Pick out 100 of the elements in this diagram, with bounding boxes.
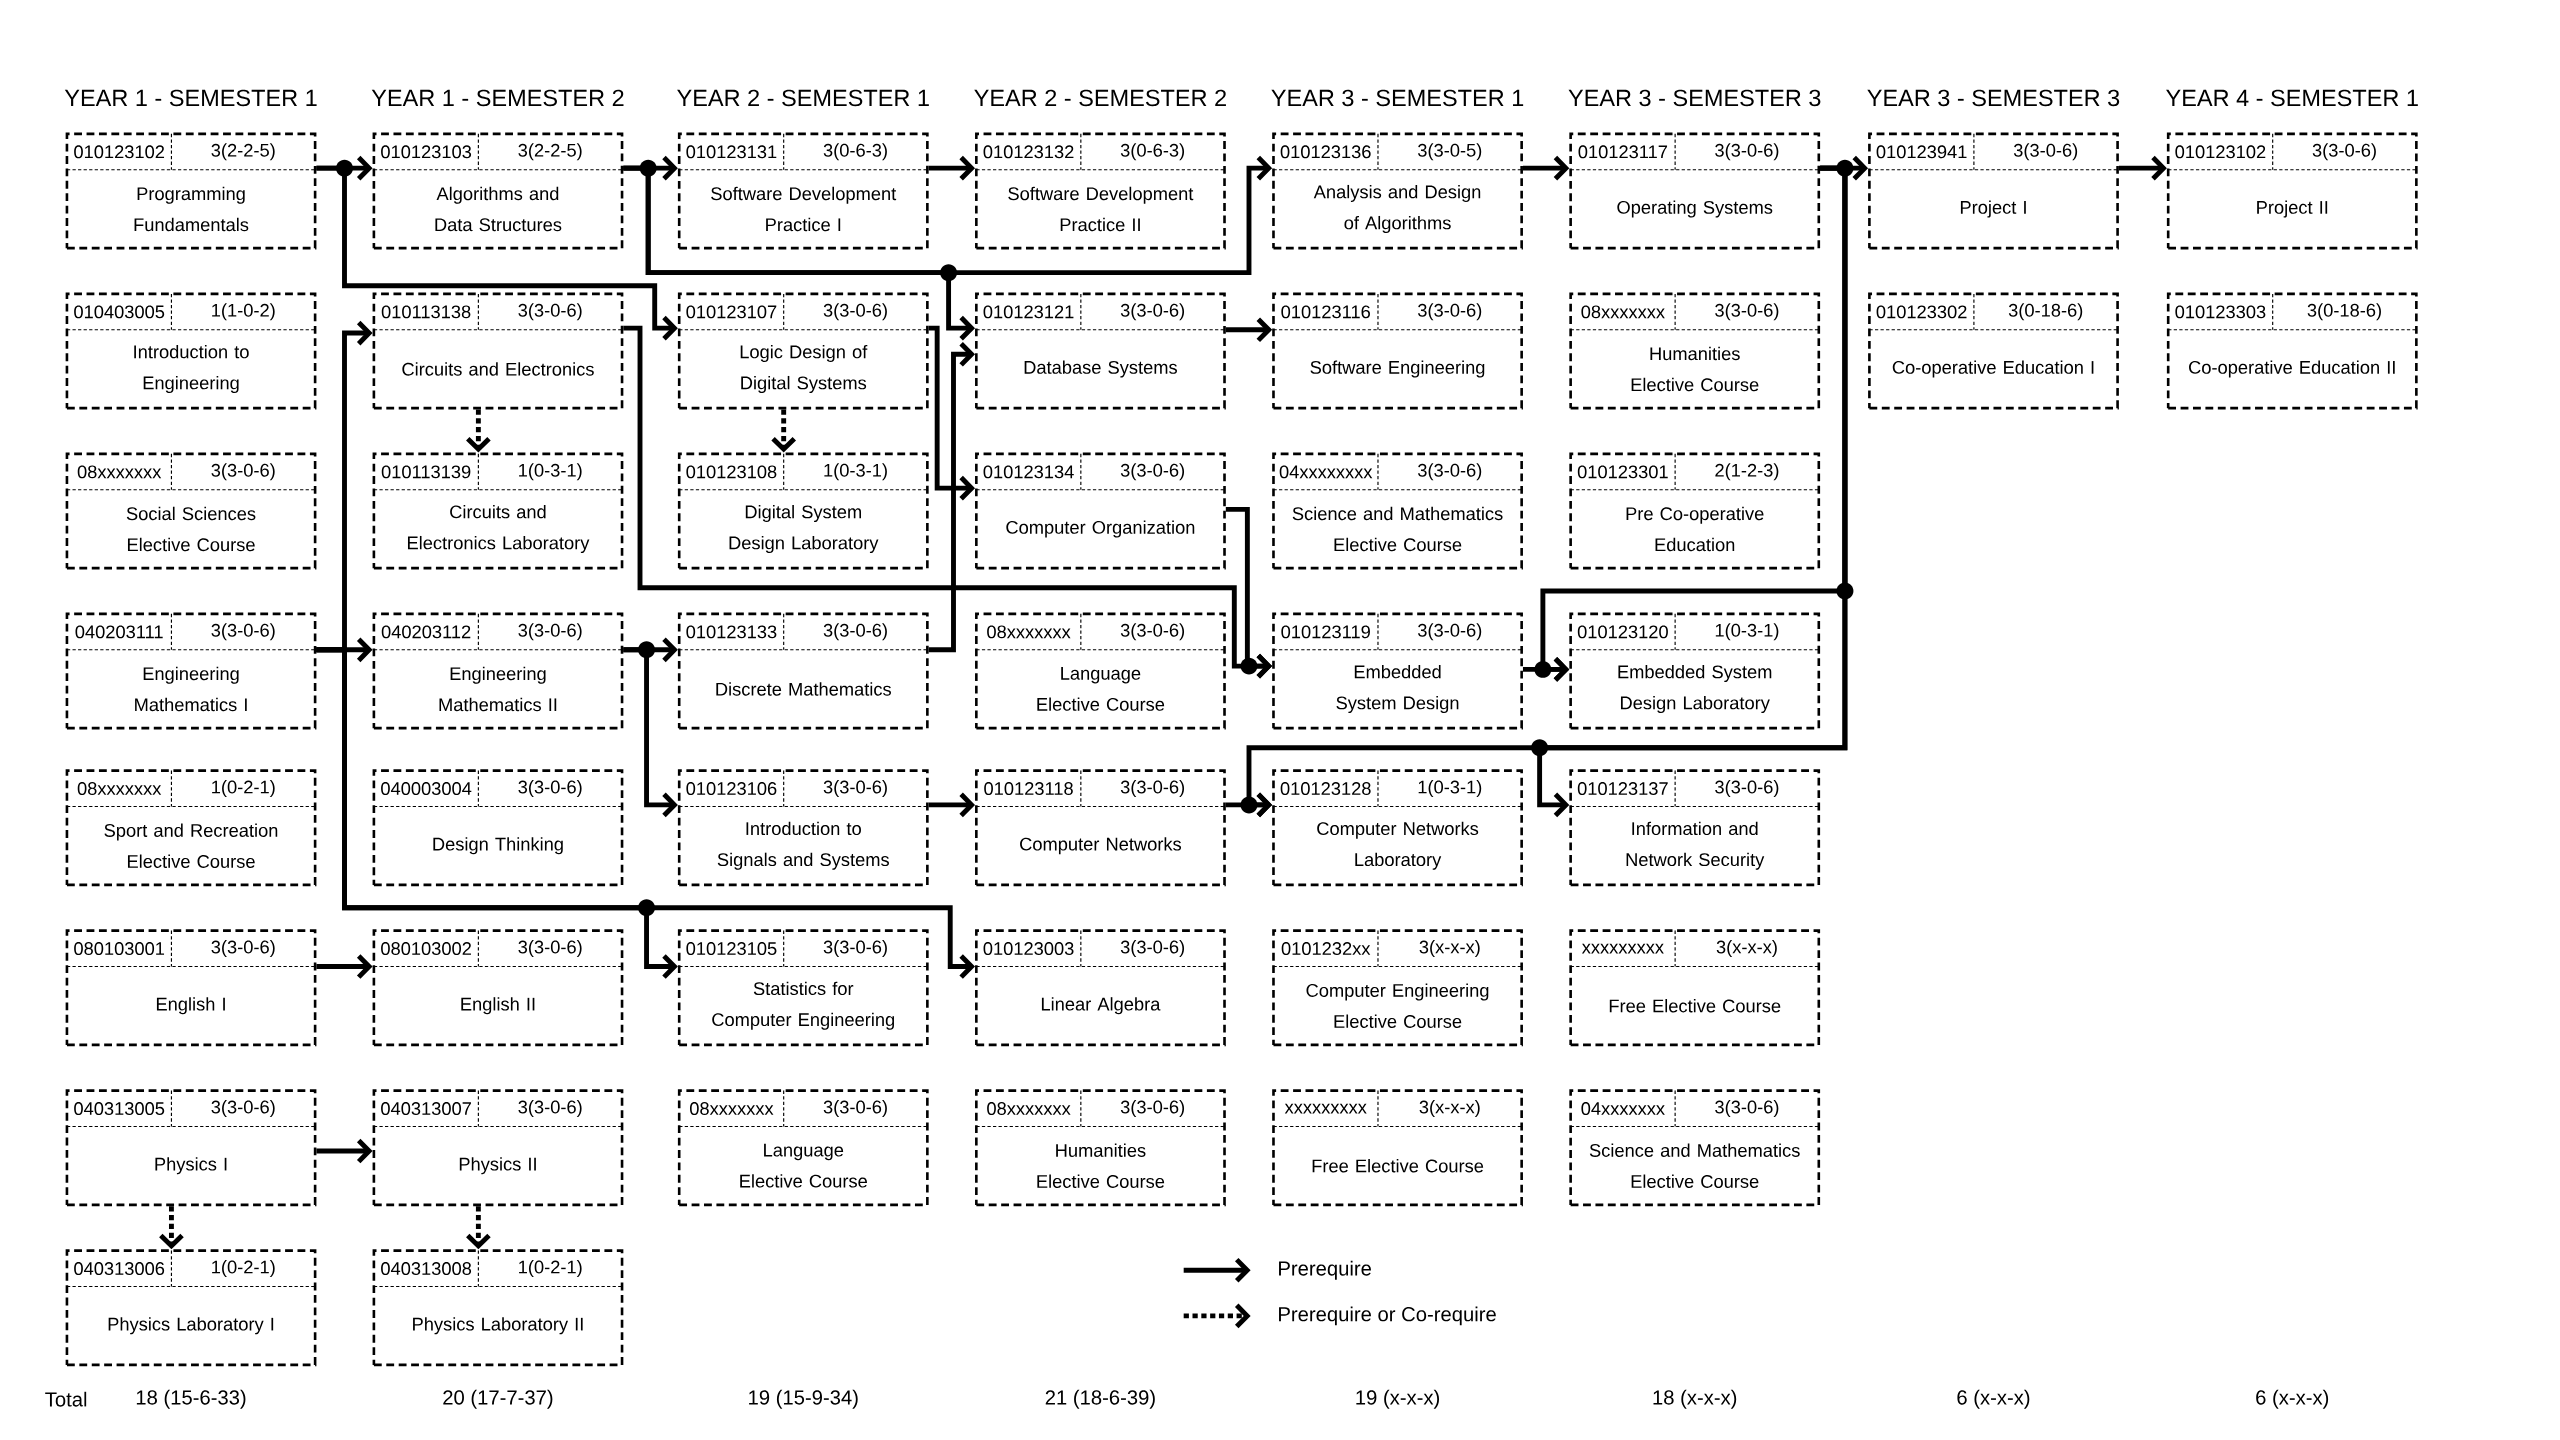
course-box: [1569, 292, 1821, 410]
course-code: 010123105: [686, 942, 777, 955]
credits: 3(3-0-6): [211, 1100, 275, 1118]
credits: 3(3-0-6): [518, 303, 582, 321]
course-box: [975, 452, 1226, 570]
course-box: [677, 612, 929, 730]
course-title: Project I: [1960, 200, 2026, 218]
semester-heading: YEAR 4 - SEMESTER 1: [2166, 89, 2418, 107]
credits: 3(3-0-6): [1120, 780, 1185, 798]
course-box: [1569, 452, 1821, 570]
course-title: Free Elective Course: [1609, 999, 1781, 1013]
credits: 3(3-0-6): [1715, 1100, 1779, 1118]
course-title: English I: [156, 997, 225, 1015]
course-box: [1569, 612, 1821, 730]
credits: 3(3-0-6): [1418, 623, 1482, 641]
course-box: [1569, 929, 1821, 1047]
course-code: 010123137: [1577, 782, 1668, 795]
course-code: 0101232xx: [1281, 942, 1371, 955]
course-title: Science and Mathematics Elective Course: [1589, 1143, 1800, 1188]
credits: 3(3-0-6): [1715, 143, 1779, 161]
course-title: Circuits and Electronics: [402, 362, 594, 376]
course-code: 010123103: [381, 145, 472, 159]
credit-total: 6 (x-x-x): [2256, 1389, 2329, 1409]
course-title: Statistics for Computer Engineering: [712, 981, 895, 1030]
course-title: Engineering Mathematics II: [439, 666, 557, 712]
course-code: 04xxxxxxx: [1581, 1102, 1665, 1115]
course-code: 010123102: [2175, 145, 2266, 159]
credits: 1(0-2-1): [519, 1260, 582, 1278]
course-title: Logic Design of Digital Systems: [740, 344, 868, 393]
credits: 3(0-18-6): [2008, 303, 2083, 321]
course-title: Free Elective Course: [1312, 1159, 1484, 1173]
course-code: 040003004: [381, 782, 472, 795]
prerequisite-arrow: [1537, 165, 1848, 818]
course-box: [1569, 1089, 1821, 1207]
course-code: 010123117: [1578, 145, 1668, 159]
course-title: Linear Algebra: [1041, 997, 1161, 1015]
course-title: English II: [461, 997, 535, 1015]
course-code: 010123136: [1280, 145, 1371, 159]
course-title: Humanities Elective Course: [1631, 346, 1759, 392]
prerequisite-arrow: [316, 1138, 373, 1164]
course-code: 08xxxxxxx: [987, 1102, 1071, 1115]
prerequisite-arrow: [928, 155, 976, 181]
course-title: Embedded System Design Laboratory: [1618, 664, 1772, 713]
course-title: Embedded System Design: [1336, 664, 1459, 713]
course-title: Computer Networks Laboratory: [1317, 821, 1479, 870]
course-box: [1569, 769, 1821, 887]
course-title: Physics I: [155, 1157, 227, 1175]
credits: 3(3-0-6): [211, 623, 275, 641]
credits: 3(3-0-6): [1418, 303, 1482, 321]
course-box: [65, 612, 317, 730]
course-box: [1272, 292, 1523, 410]
prerequisite-arrow: [1522, 155, 1570, 181]
credits: 1(0-3-1): [1418, 780, 1482, 798]
prerequisite-arrow: [928, 792, 976, 818]
credits: 3(3-0-6): [1715, 780, 1779, 798]
prerequisite-arrow: [928, 341, 976, 653]
course-code: 010123301: [1577, 465, 1668, 479]
course-title: Algorithms and Data Structures: [435, 186, 562, 232]
course-box: [975, 929, 1226, 1047]
course-title: Database Systems: [1024, 360, 1177, 378]
credits: 3(3-0-6): [823, 1100, 887, 1118]
credits: 1(0-3-1): [824, 463, 887, 481]
credits: 1(0-2-1): [212, 780, 275, 798]
credits: 3(3-0-6): [1120, 463, 1185, 481]
course-code: 08xxxxxxx: [77, 782, 162, 795]
course-box: [1272, 132, 1523, 250]
semester-heading: YEAR 3 - SEMESTER 3: [1568, 89, 1821, 107]
course-box: [372, 612, 624, 730]
course-code: 010113139: [381, 465, 471, 479]
corequisite-arrow: [159, 1206, 184, 1250]
credits: 3(3-0-6): [1120, 303, 1185, 321]
course-code: 010123132: [983, 145, 1074, 159]
prerequisite-arrow: [1522, 657, 1570, 682]
credits: 3(3-0-6): [518, 940, 582, 958]
course-code: xxxxxxxxx: [1284, 1103, 1367, 1114]
course-box: [372, 929, 624, 1047]
semester-heading: YEAR 2 - SEMESTER 2: [974, 89, 1226, 107]
credits: 3(3-0-6): [1715, 303, 1779, 321]
credit-total: 19 (x-x-x): [1356, 1389, 1439, 1409]
course-code: xxxxxxxxx: [1581, 943, 1664, 954]
course-box: [65, 132, 317, 250]
credits: 3(3-0-6): [518, 623, 582, 641]
course-title: Analysis and Design of Algorithms: [1313, 184, 1481, 233]
course-title: Programming Fundamentals: [134, 186, 249, 232]
semester-heading: YEAR 3 - SEMESTER 1: [1271, 89, 1524, 107]
course-title: Project II: [2257, 200, 2328, 218]
prerequisite-arrow: [928, 325, 976, 501]
credits: 3(3-0-6): [518, 780, 582, 798]
course-title: Social Sciences Elective Course: [126, 506, 256, 552]
course-code: 010123108: [686, 465, 777, 479]
course-code: 080103002: [381, 942, 471, 955]
course-box: [1272, 769, 1523, 887]
course-box: [677, 1089, 929, 1207]
credit-total: 6 (x-x-x): [1957, 1389, 2030, 1409]
course-code: 040313007: [381, 1102, 471, 1115]
course-box: [975, 132, 1226, 250]
course-code: 040313006: [74, 1262, 165, 1275]
course-box: [975, 769, 1226, 887]
course-box: [372, 292, 624, 410]
course-box: [677, 452, 929, 570]
